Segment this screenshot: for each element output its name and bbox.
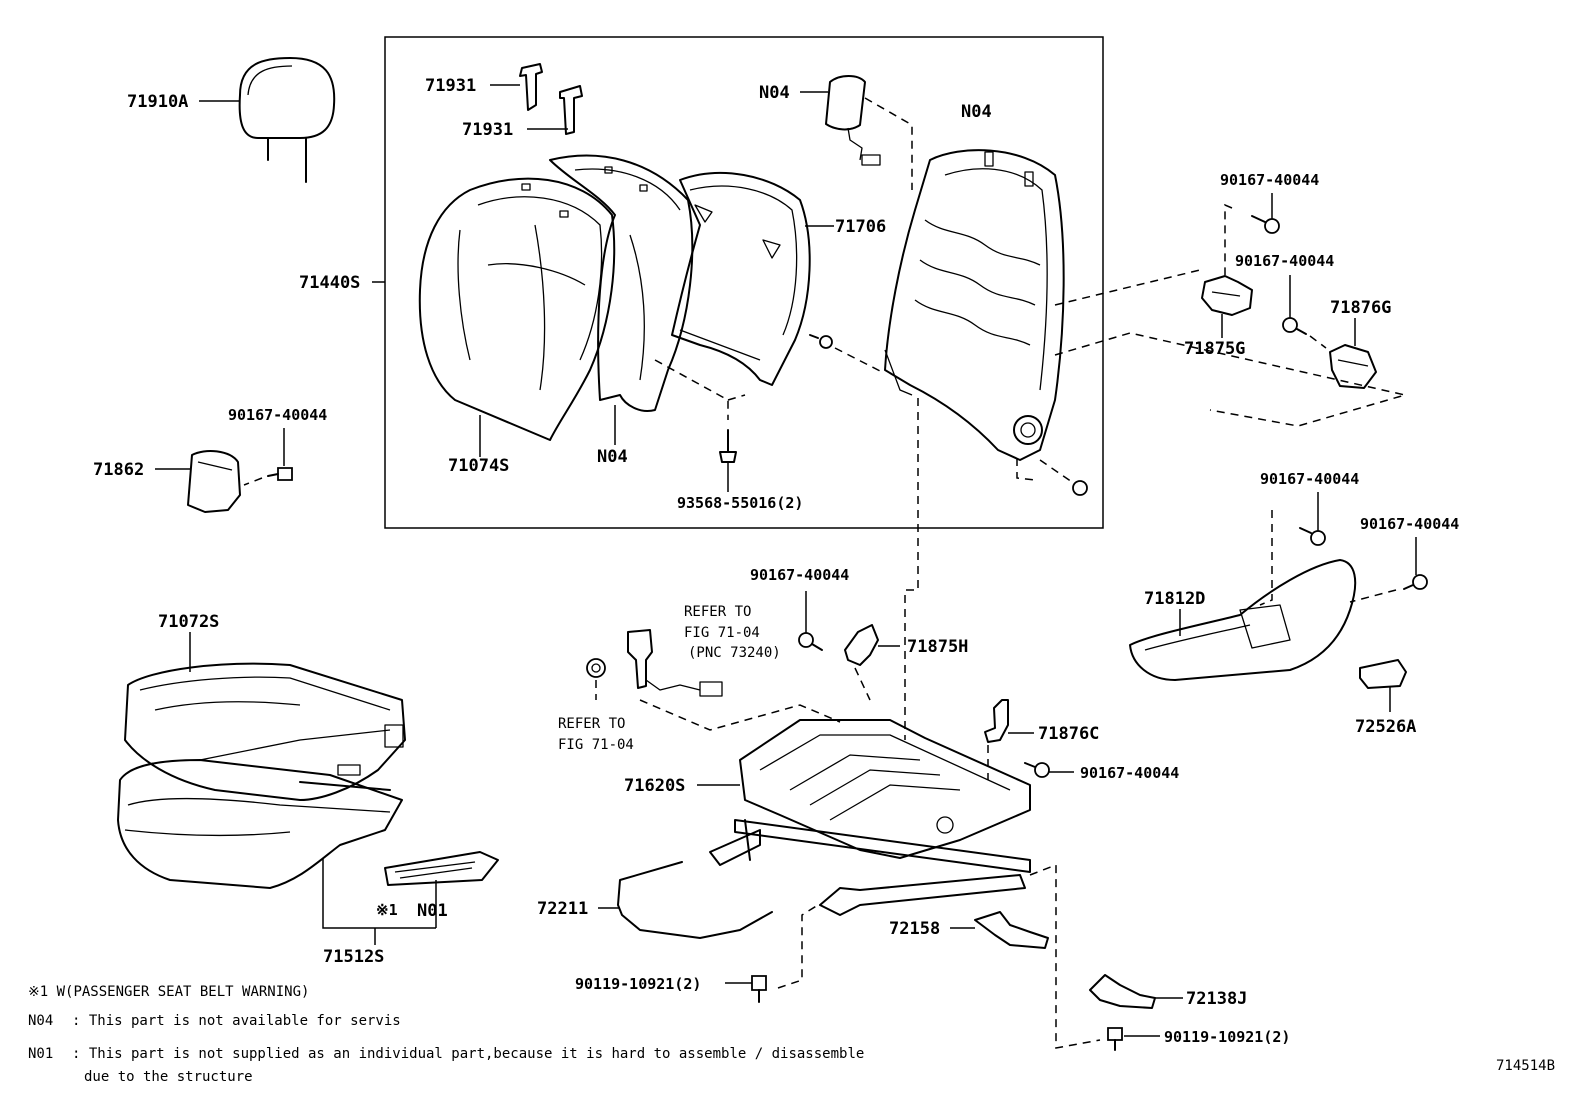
label-anchor-refer-2: FIG 71-04	[558, 737, 634, 753]
bolt-frame-left[interactable]	[809, 334, 833, 349]
label-buckle-refer-3: (PNC 73240)	[688, 645, 781, 661]
cushion-pad-drawing[interactable]	[117, 759, 403, 889]
cover-71876c-drawing[interactable]	[984, 699, 1009, 743]
label-guide-a: 71931	[425, 76, 476, 96]
note-mark1: ※1 W(PASSENGER SEAT BELT WARNING)	[28, 984, 309, 1000]
label-screw-rt-2: 90167-40044	[1235, 252, 1334, 270]
label-cover-76c: 71876C	[1038, 724, 1099, 744]
adjuster-drawing[interactable]	[709, 719, 1031, 916]
label-n04-sensor: N04	[759, 83, 790, 103]
label-cover-75h: 71875H	[907, 637, 968, 657]
shield-left-drawing[interactable]	[187, 449, 241, 513]
guide-lower-drawing[interactable]	[559, 85, 583, 135]
label-buckle-refer-1: REFER TO	[684, 604, 751, 620]
screw-76c-drawing[interactable]	[1024, 762, 1050, 778]
label-screw-shield-2: 90167-40044	[1360, 515, 1459, 533]
anchor-drawing[interactable]	[586, 658, 606, 678]
label-anchor-refer-1: REFER TO	[558, 716, 625, 732]
label-knob: 72526A	[1355, 717, 1416, 737]
screw-shield-2-drawing[interactable]	[1403, 574, 1428, 590]
n01-sensor-drawing[interactable]	[384, 851, 499, 886]
headrest-drawing[interactable]	[238, 57, 336, 183]
screw-shield-left-drawing[interactable]	[267, 467, 293, 481]
label-cover-38j: 72138J	[1186, 989, 1247, 1009]
label-screw-76c: 90167-40044	[1080, 764, 1179, 782]
sensor-n04-drawing[interactable]	[825, 75, 881, 166]
note-n01-text-1: : This part is not supplied as an indivi…	[72, 1046, 864, 1062]
label-screw-back: 93568-55016(2)	[677, 494, 803, 512]
label-shield-left: 71862	[93, 460, 144, 480]
note-n01-key: N01	[28, 1046, 53, 1062]
cover-71875g-drawing[interactable]	[1201, 275, 1253, 316]
bolt-frame-right[interactable]	[1072, 480, 1088, 496]
seatback-frame-drawing[interactable]	[884, 149, 1065, 461]
note-n04-key: N04	[28, 1013, 53, 1029]
screw-rt1-drawing[interactable]	[1251, 215, 1280, 234]
screw-center-drawing[interactable]	[798, 632, 823, 651]
label-cover-58: 72158	[889, 919, 940, 939]
label-screw-shield-left: 90167-40044	[228, 406, 327, 424]
label-headrest: 71910A	[127, 92, 188, 112]
label-buckle-refer-2: FIG 71-04	[684, 625, 760, 641]
label-shield-right: 71812D	[1144, 589, 1205, 609]
label-adjuster: 71620S	[624, 776, 685, 796]
label-seatback-assy: 71440S	[299, 273, 360, 293]
cover-72138j-drawing[interactable]	[1089, 974, 1156, 1009]
cushion-drawing[interactable]	[124, 662, 406, 801]
knob-72526a-drawing[interactable]	[1359, 659, 1407, 689]
diagram-id: 714514B	[1496, 1058, 1555, 1074]
screw-shield-1-drawing[interactable]	[1299, 527, 1326, 546]
label-cover-76g: 71876G	[1330, 298, 1391, 318]
label-n04-pad: N04	[597, 447, 628, 467]
label-cushion-sub: 71512S	[323, 947, 384, 967]
cover-71875h-drawing[interactable]	[844, 624, 879, 666]
note-n01-text-2: due to the structure	[84, 1069, 253, 1085]
note-n04-text: : This part is not available for servis	[72, 1013, 401, 1029]
shield-right-drawing[interactable]	[1129, 559, 1357, 681]
screw-wire-drawing[interactable]	[751, 975, 767, 1003]
label-screw-wire: 90119-10921(2)	[575, 975, 701, 993]
back-frame-pad-drawing[interactable]	[671, 171, 811, 386]
screw-93568-drawing[interactable]	[719, 429, 737, 463]
guide-upper-drawing[interactable]	[519, 63, 543, 111]
cover-72158-drawing[interactable]	[974, 911, 1049, 949]
buckle-drawing[interactable]	[627, 629, 723, 697]
wire-drawing[interactable]	[617, 861, 773, 939]
seatback-group-box	[384, 36, 1104, 529]
label-back-frame-pad: 71706	[835, 217, 886, 237]
label-screw-center: 90167-40044	[750, 566, 849, 584]
label-n04-frame: N04	[961, 102, 992, 122]
screw-38j-drawing[interactable]	[1107, 1027, 1123, 1051]
label-guide-b: 71931	[462, 120, 513, 140]
label-back-cover: 71074S	[448, 456, 509, 476]
cover-71876g-drawing[interactable]	[1329, 344, 1377, 389]
label-screw-38j: 90119-10921(2)	[1164, 1028, 1290, 1046]
seatback-pad-drawing[interactable]	[549, 154, 694, 412]
label-n01: N01	[417, 901, 448, 921]
label-n01-mark: ※1	[376, 901, 398, 919]
seatback-cover-drawing[interactable]	[418, 177, 616, 441]
label-wire: 72211	[537, 899, 588, 919]
screw-rt2-drawing[interactable]	[1282, 317, 1307, 335]
label-cover-75g: 71875G	[1184, 339, 1245, 359]
label-cushion-assy: 71072S	[158, 612, 219, 632]
label-screw-shield-1: 90167-40044	[1260, 470, 1359, 488]
label-screw-rt-1: 90167-40044	[1220, 171, 1319, 189]
